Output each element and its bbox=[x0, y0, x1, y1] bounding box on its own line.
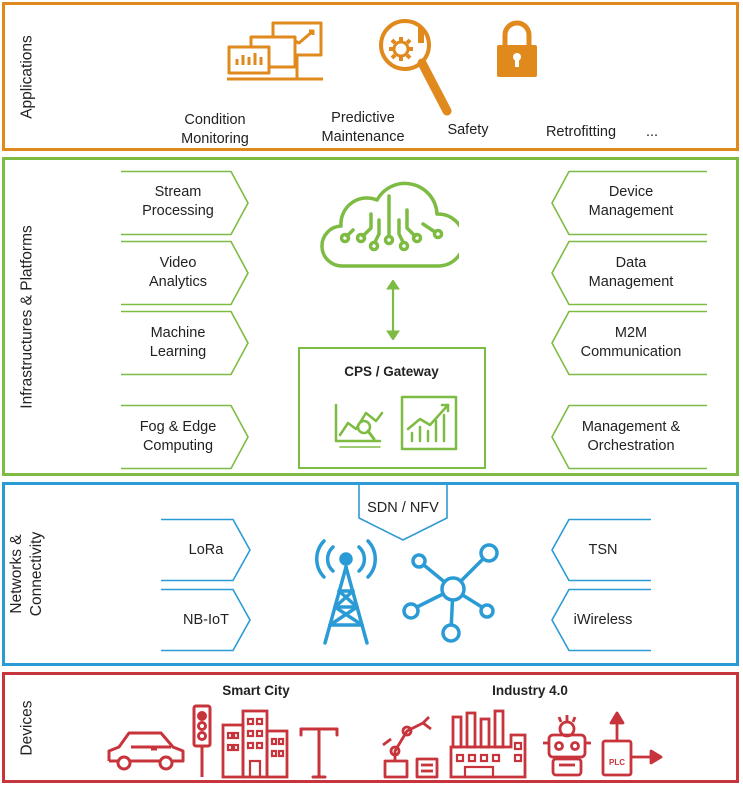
chevron-m2m-communication bbox=[549, 310, 709, 376]
infrastructures-layer: Infrastructures & Platforms Stream Proce… bbox=[2, 157, 739, 476]
network-sdn-nfv: SDN / NFV bbox=[367, 500, 439, 516]
devices-label: Devices bbox=[5, 675, 49, 780]
infrastructures-title: Infrastructures & Platforms bbox=[18, 224, 36, 409]
growth-chart-icon bbox=[400, 395, 460, 453]
infra-machine-learning: Machine Learning bbox=[149, 325, 207, 360]
chevron-video-analytics bbox=[121, 240, 251, 306]
chevron-data-management bbox=[549, 240, 709, 306]
infra-management-orchestration: Management & Orchestration bbox=[581, 419, 681, 454]
app-safety: Safety bbox=[447, 122, 489, 138]
networks-label: Networks & Connectivity bbox=[5, 485, 49, 663]
antenna-tower-icon bbox=[311, 539, 381, 647]
dashboard-icon bbox=[225, 19, 329, 89]
infrastructures-label: Infrastructures & Platforms bbox=[5, 160, 49, 473]
infra-fog-edge-computing: Fog & Edge Computing bbox=[139, 419, 217, 454]
lock-icon bbox=[493, 19, 541, 81]
app-more: ... bbox=[645, 124, 659, 140]
robot-arm-icon bbox=[377, 713, 443, 779]
devices-smart-city: Smart City bbox=[222, 683, 290, 698]
infra-video-analytics: Video Analytics bbox=[148, 255, 208, 290]
street-lamp-icon bbox=[297, 723, 341, 779]
network-nb-iot: NB-IoT bbox=[183, 612, 229, 628]
gateway-title: CPS / Gateway bbox=[344, 364, 439, 379]
buildings-icon bbox=[219, 707, 291, 779]
sdn-nfv-tab bbox=[357, 482, 449, 542]
network-lora: LoRa bbox=[188, 542, 224, 558]
network-hub-icon bbox=[399, 539, 509, 643]
network-tsn: TSN bbox=[588, 542, 618, 558]
factory-icon bbox=[449, 709, 529, 779]
gear-magnifier-icon bbox=[375, 13, 455, 117]
infra-data-management: Data Management bbox=[588, 255, 674, 290]
app-predictive-maintenance: Predictive Maintenance bbox=[321, 110, 405, 145]
networks-title: Networks & Connectivity bbox=[8, 531, 45, 617]
plc-icon: PLC bbox=[599, 711, 665, 781]
devices-layer: Devices Smart City Industry 4.0 bbox=[2, 672, 739, 783]
chevron-nb-iot bbox=[161, 588, 253, 652]
applications-layer: Applications bbox=[2, 2, 739, 151]
robot-icon bbox=[539, 713, 595, 779]
chevron-stream-processing bbox=[121, 170, 251, 236]
applications-title: Applications bbox=[18, 34, 36, 119]
chevron-machine-learning bbox=[121, 310, 251, 376]
gateway-box: CPS / Gateway bbox=[298, 347, 486, 469]
chevron-fog-edge bbox=[121, 404, 251, 470]
cloud-circuit-icon bbox=[319, 176, 459, 272]
devices-title: Devices bbox=[18, 699, 36, 756]
infra-stream-processing: Stream Processing bbox=[142, 184, 214, 219]
traffic-light-icon bbox=[189, 703, 215, 779]
chevron-lora bbox=[161, 518, 253, 582]
analytics-icon bbox=[332, 401, 388, 453]
chevron-tsn bbox=[549, 518, 653, 582]
devices-industry-40: Industry 4.0 bbox=[492, 683, 568, 698]
network-iwireless: iWireless bbox=[573, 612, 633, 628]
double-arrow-icon bbox=[383, 280, 403, 340]
chevron-device-management bbox=[549, 170, 709, 236]
applications-label: Applications bbox=[5, 5, 49, 148]
app-condition-monitoring: Condition Monitoring bbox=[181, 112, 249, 147]
app-retrofitting: Retrofitting bbox=[545, 124, 617, 140]
plc-label: PLC bbox=[609, 758, 625, 767]
networks-layer: Networks & Connectivity SDN / NFV LoRa N… bbox=[2, 482, 739, 666]
chevron-management-orchestration bbox=[549, 404, 709, 470]
infra-device-management: Device Management bbox=[588, 184, 674, 219]
infra-m2m-communication: M2M Communication bbox=[580, 325, 682, 360]
car-icon bbox=[105, 727, 187, 777]
chevron-iwireless bbox=[549, 588, 653, 652]
